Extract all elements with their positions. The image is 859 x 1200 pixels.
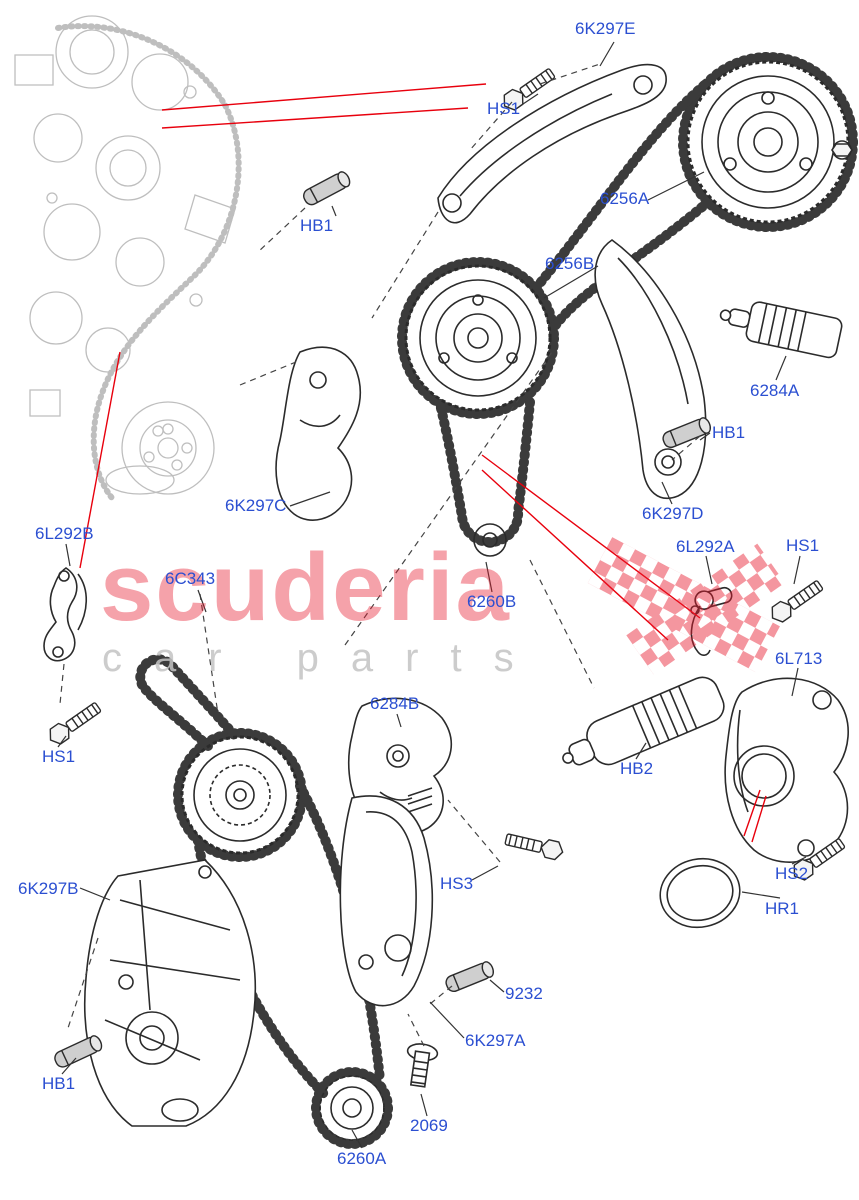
part-label-6284a: 6284A bbox=[750, 381, 800, 400]
chain-guide-top-6K297E bbox=[437, 63, 667, 224]
part-label-6l713: 6L713 bbox=[775, 649, 823, 668]
part-label-9232: 9232 bbox=[505, 984, 543, 1003]
part-label-6284b: 6284B bbox=[370, 694, 420, 713]
part-label-6l292a: 6L292A bbox=[676, 537, 735, 556]
camshaft-sprocket-center-6256B bbox=[404, 264, 552, 412]
chain-guide-left-6K297C bbox=[275, 346, 362, 521]
chain-wrap-right-sprocket bbox=[678, 52, 858, 232]
part-label-hs3: HS3 bbox=[440, 874, 474, 893]
part-label-hb1-top: HB1 bbox=[300, 216, 334, 235]
part-label-hs2: HS2 bbox=[775, 864, 809, 883]
chain-wrap-center-sprocket bbox=[397, 257, 559, 419]
chain-guide-right-6K297D bbox=[594, 239, 707, 499]
camshaft-sprocket-right-6256A bbox=[686, 60, 853, 224]
part-label-6k297b: 6K297B bbox=[18, 879, 79, 898]
part-label-hs1-right: HS1 bbox=[786, 536, 820, 555]
part-label-6c343: 6C343 bbox=[165, 569, 216, 588]
part-label-2069: 2069 bbox=[410, 1116, 448, 1135]
oil-jet-6L292B bbox=[43, 567, 88, 662]
part-label-hb2: HB2 bbox=[620, 759, 654, 778]
part-label-hs1-top: HS1 bbox=[487, 99, 521, 118]
chain-wrap-crank-sprocket bbox=[311, 1067, 393, 1149]
part-label-hs1-left: HS1 bbox=[42, 747, 76, 766]
part-label-6256b: 6256B bbox=[545, 254, 595, 273]
part-label-6k297a: 6K297A bbox=[465, 1031, 526, 1050]
pin-hb1-top bbox=[300, 169, 353, 208]
part-label-6k297e: 6K297E bbox=[575, 19, 636, 38]
lower-chain-upper-hook bbox=[135, 654, 240, 751]
part-label-6260a: 6260A bbox=[337, 1149, 387, 1168]
vct-solenoid-6L713-HB2 bbox=[562, 676, 725, 766]
label-leader-lines bbox=[57, 41, 807, 1149]
part-label-hb1-bottom: HB1 bbox=[42, 1074, 76, 1093]
bolt-2069 bbox=[406, 1043, 439, 1088]
checkered-flag-watermark bbox=[587, 537, 785, 675]
chain-top-run bbox=[531, 77, 713, 293]
part-label-6k297c: 6K297C bbox=[225, 496, 287, 515]
o-ring-HR1 bbox=[659, 857, 741, 929]
part-label-6l292b: 6L292B bbox=[35, 524, 94, 543]
crank-sprocket bbox=[319, 1075, 385, 1141]
part-label-6256a: 6256A bbox=[600, 189, 650, 208]
alignment-dashed-lines bbox=[59, 63, 701, 1047]
lower-loop-sprocket bbox=[473, 523, 507, 557]
part-label-6260b: 6260B bbox=[467, 592, 517, 611]
bolt-hs1-left bbox=[44, 698, 104, 749]
drive-cluster-sprocket-6C343 bbox=[180, 735, 300, 855]
pin-9232 bbox=[443, 959, 497, 995]
chain-lower-loop-6260B bbox=[435, 397, 535, 547]
part-label-hr1: HR1 bbox=[765, 899, 800, 918]
faded-assembled-engine-view bbox=[14, 15, 242, 501]
solenoid-housing-6L713 bbox=[724, 677, 849, 863]
part-label-6k297d: 6K297D bbox=[642, 504, 704, 523]
chain-guide-lower-6K297A bbox=[339, 795, 434, 1007]
bolt-hs3 bbox=[503, 829, 566, 862]
part-label-hb1-right: HB1 bbox=[712, 423, 746, 442]
sprockets bbox=[180, 60, 853, 1141]
chain-tensioner-6284A bbox=[719, 301, 843, 359]
chain-guide-lower-6K297B bbox=[83, 859, 257, 1127]
